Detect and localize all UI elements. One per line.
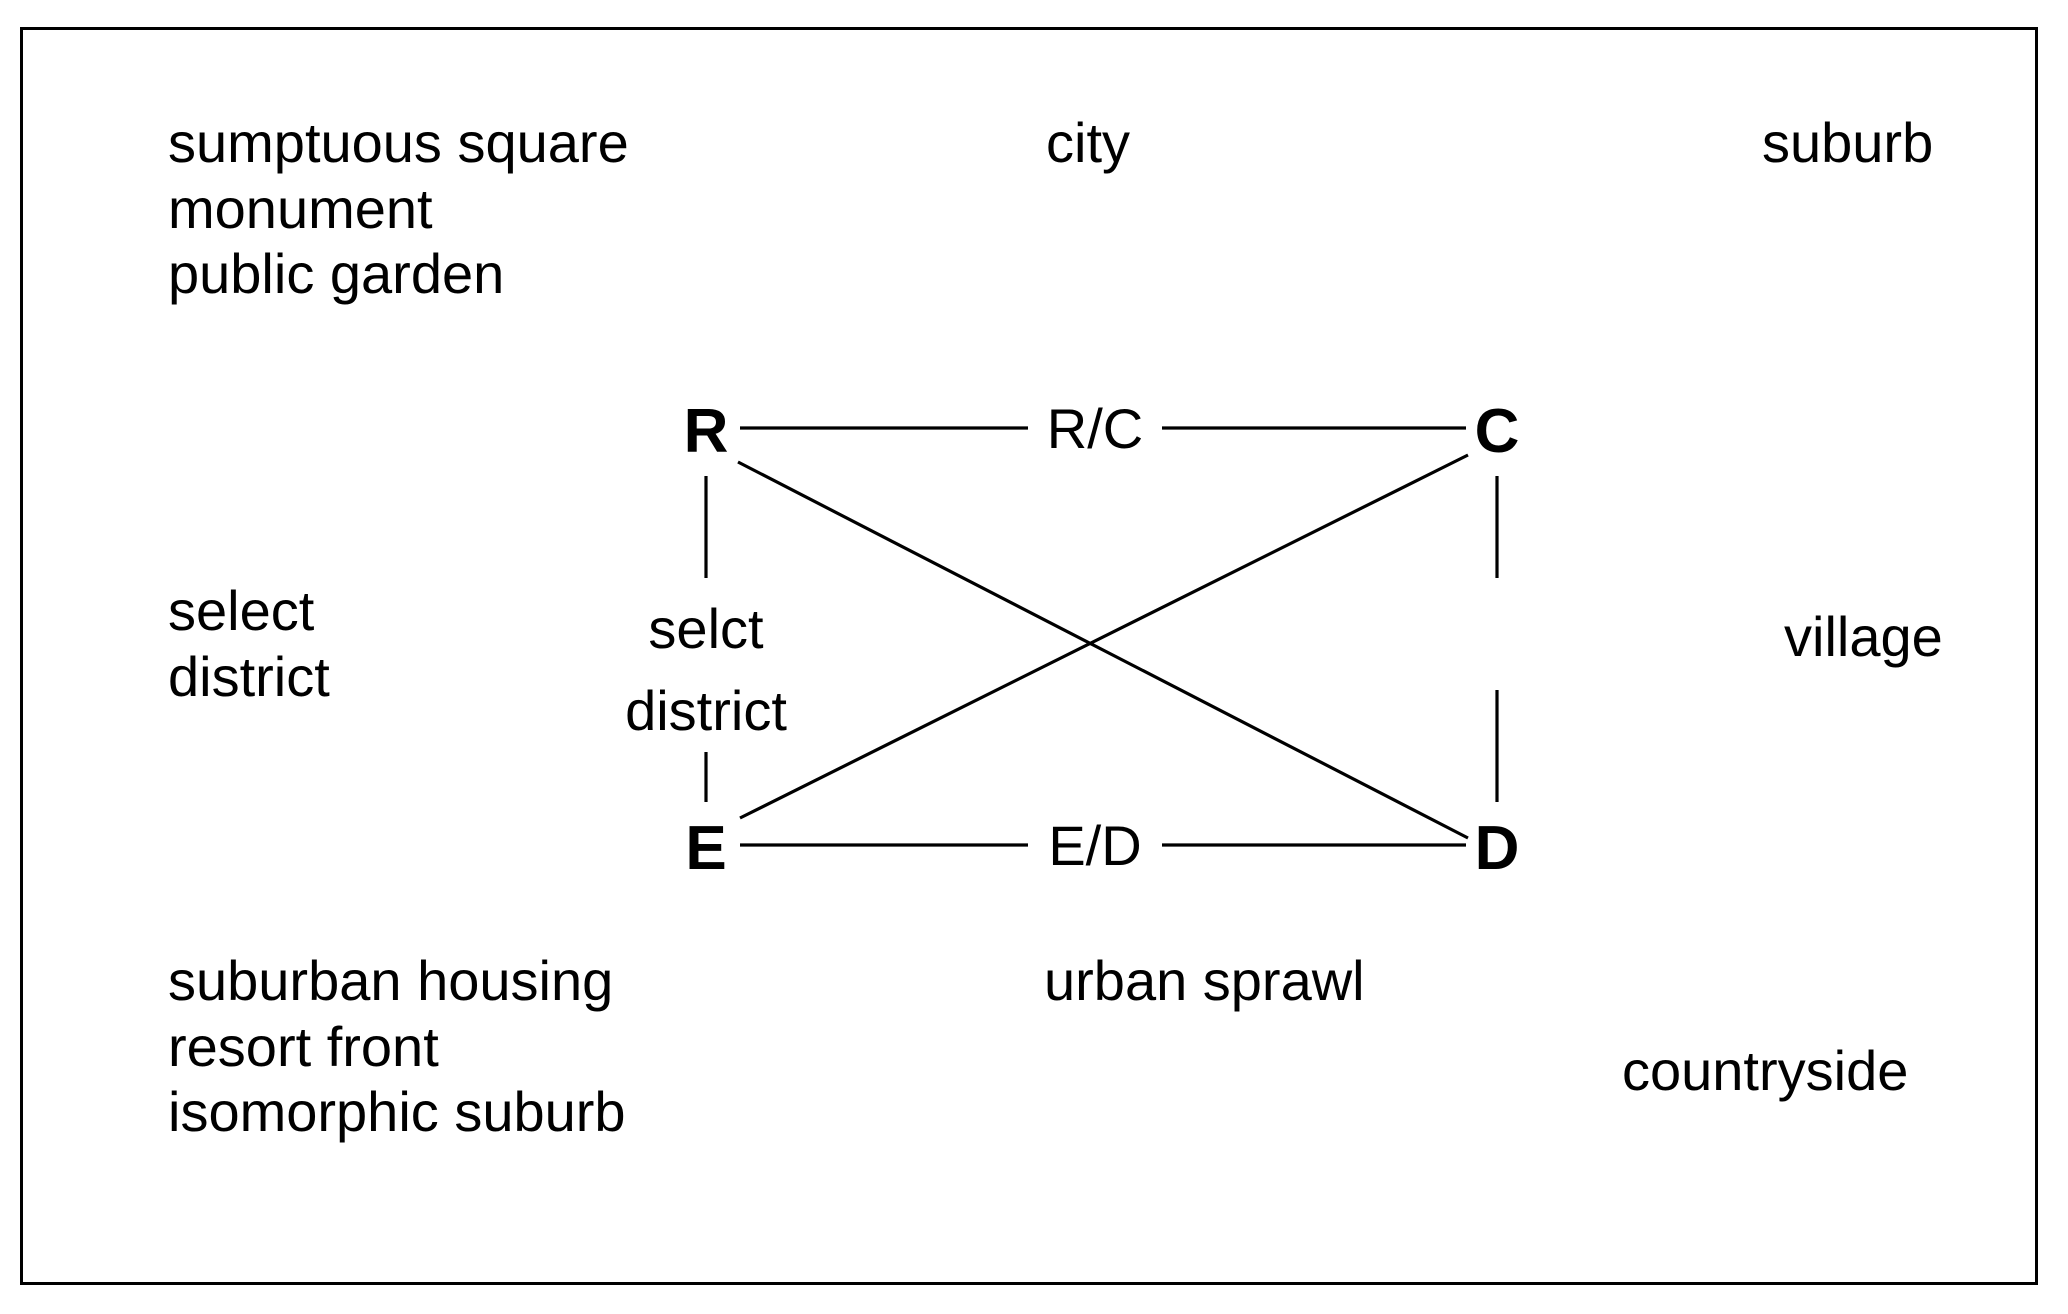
edge-label-r-e-line-1: selct — [648, 597, 764, 660]
node-c[interactable]: C — [1475, 397, 1520, 466]
node-d[interactable]: D — [1475, 814, 1520, 883]
annotation-top-left-line-2: monument — [168, 176, 433, 240]
annotation-bottom-left-line-1: suburban housing — [168, 949, 614, 1012]
annotation-bottom-left-line-2: resort front — [168, 1014, 439, 1078]
annotation-top-left-line-1: sumptuous square — [168, 111, 629, 174]
figure-border — [20, 27, 2038, 1285]
edge-label-r-e-line-2: district — [625, 679, 787, 742]
node-e[interactable]: E — [685, 814, 726, 883]
annotation-top-center: city — [1046, 111, 1130, 174]
annotation-top-right: suburb — [1762, 111, 1934, 174]
node-r[interactable]: R — [684, 397, 729, 466]
annotation-bottom-center: urban sprawl — [1044, 949, 1365, 1012]
annotation-bottom-right: countryside — [1622, 1039, 1909, 1102]
annotation-top-left-line-3: public garden — [168, 242, 505, 306]
edge-r-d — [737, 460, 1469, 840]
annotation-middle-left-line-1: select — [168, 579, 315, 642]
edge-label-e-d: E/D — [1048, 814, 1141, 877]
edge-label-r-c: R/C — [1047, 397, 1143, 460]
annotation-bottom-left-line-3: isomorphic suburb — [168, 1080, 626, 1144]
annotation-middle-left-line-2: district — [168, 644, 330, 708]
edge-c-e — [739, 453, 1469, 820]
annotation-middle-right: village — [1784, 605, 1943, 668]
